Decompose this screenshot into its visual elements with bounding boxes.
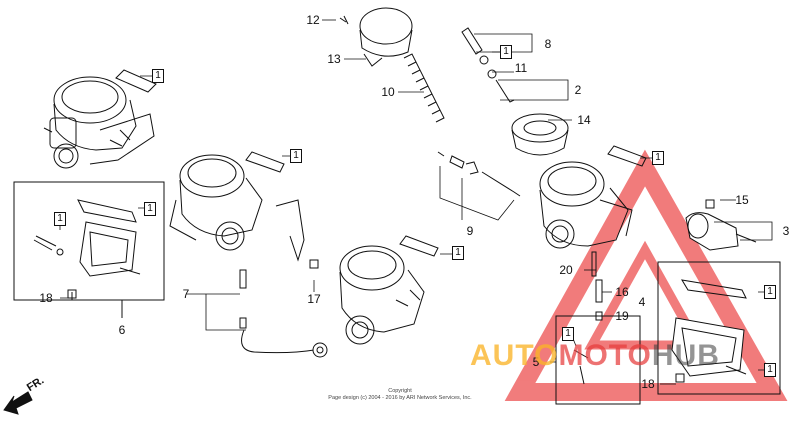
- jet-parts: [591, 251, 603, 321]
- watermark-triangle-logo-icon: [504, 149, 788, 401]
- callout-8[interactable]: 8: [544, 37, 552, 51]
- box-ref-1-d[interactable]: 1: [290, 149, 302, 163]
- callout-12[interactable]: 12: [306, 13, 320, 27]
- callout-18-left[interactable]: 18: [39, 291, 53, 305]
- carburetor-top-left: [43, 76, 155, 169]
- box-ref-1-f[interactable]: 1: [500, 45, 512, 59]
- callout-4[interactable]: 4: [638, 295, 646, 309]
- box-ref-1-h[interactable]: 1: [764, 285, 776, 299]
- copyright-title: Copyright: [388, 388, 412, 394]
- throttle-cable: [239, 269, 328, 358]
- watermark-part-moto: MOTO: [558, 339, 652, 372]
- callout-20[interactable]: 20: [559, 263, 573, 277]
- callout-3[interactable]: 3: [782, 224, 790, 238]
- spring: [403, 53, 445, 123]
- box-ref-1-i[interactable]: 1: [764, 363, 776, 377]
- callout-14[interactable]: 14: [577, 113, 591, 127]
- jet-needle-parts: [461, 27, 515, 103]
- front-direction-arrow-icon: [3, 391, 33, 415]
- copyright-notice: Copyright Page design (c) 2004 - 2016 by…: [300, 388, 500, 402]
- callout-5[interactable]: 5: [532, 355, 540, 369]
- screw-17: [309, 259, 319, 269]
- vacuum-piston: [511, 113, 569, 156]
- callout-13[interactable]: 13: [327, 52, 341, 66]
- float-chamber-box-left: [13, 181, 165, 318]
- box-ref-1-j[interactable]: 1: [562, 327, 574, 341]
- callout-11[interactable]: 11: [514, 61, 528, 75]
- screw-18-right: [675, 373, 685, 383]
- callout-19[interactable]: 19: [615, 309, 629, 323]
- callout-10[interactable]: 10: [381, 85, 395, 99]
- box-ref-1-a[interactable]: 1: [152, 69, 164, 83]
- leader-lines: [59, 19, 773, 385]
- callout-18-right[interactable]: 18: [641, 377, 655, 391]
- box-ref-1-b[interactable]: 1: [144, 202, 156, 216]
- box-ref-1-g[interactable]: 1: [652, 151, 664, 165]
- callout-9[interactable]: 9: [466, 224, 474, 238]
- float-chamber-box-right: [657, 261, 781, 395]
- watermark-text: AUTOMOTOHUB: [470, 339, 720, 373]
- callout-2[interactable]: 2: [574, 83, 582, 97]
- carburetor-center: [169, 151, 305, 262]
- needle-set: [437, 151, 521, 197]
- watermark-part-hub: HUB: [651, 339, 720, 372]
- box-ref-1-e[interactable]: 1: [452, 246, 464, 260]
- callout-17[interactable]: 17: [307, 292, 321, 306]
- copyright-text: Page design (c) 2004 - 2016 by ARI Netwo…: [328, 395, 472, 401]
- carburetor-bottom-center: [339, 235, 439, 345]
- callout-6[interactable]: 6: [118, 323, 126, 337]
- box-ref-1-c[interactable]: 1: [54, 212, 66, 226]
- callout-15[interactable]: 15: [735, 193, 749, 207]
- throttle-link: [685, 199, 757, 251]
- pilot-jet-box: [555, 315, 641, 405]
- callout-16[interactable]: 16: [615, 285, 629, 299]
- screw-18-left: [67, 289, 77, 299]
- watermark-part-auto: AUTO: [470, 339, 559, 372]
- pilot-screw: [573, 349, 589, 385]
- callout-7[interactable]: 7: [182, 287, 190, 301]
- diaphragm-cover: [339, 7, 413, 67]
- gasket-top-left: [115, 69, 157, 93]
